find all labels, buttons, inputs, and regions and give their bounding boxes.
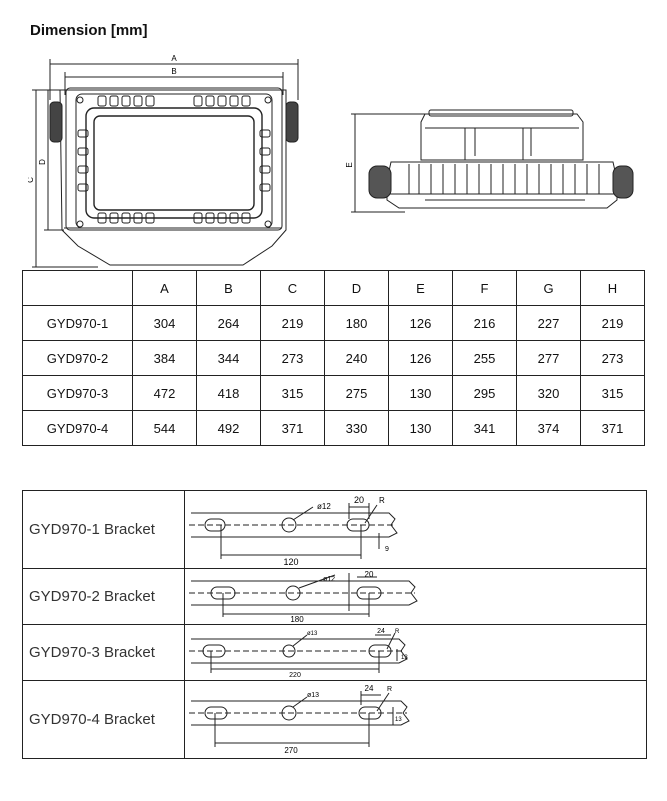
bracket-length: 220 [289, 672, 301, 679]
header-cell: C [260, 270, 325, 306]
header-cell: F [452, 270, 517, 306]
value-cell: 315 [580, 375, 645, 411]
value-cell: 130 [388, 410, 453, 446]
value-cell: 180 [324, 305, 389, 341]
value-cell: 315 [260, 375, 325, 411]
value-cell: 418 [196, 375, 261, 411]
value-cell: 273 [260, 340, 325, 376]
value-cell: 255 [452, 340, 517, 376]
value-cell: 320 [516, 375, 581, 411]
bracket-height: 13 [401, 655, 408, 661]
bracket-end: 24 [377, 628, 385, 635]
value-cell: 330 [324, 410, 389, 446]
bracket-length: 180 [290, 615, 304, 623]
value-cell: 219 [580, 305, 645, 341]
value-cell: 277 [516, 340, 581, 376]
value-cell: 264 [196, 305, 261, 341]
bracket-drawing: 180 ø12 20 [189, 571, 418, 623]
front-view-drawing: A B C D [28, 54, 299, 268]
bracket-end: 20 [365, 571, 374, 579]
value-cell: 216 [452, 305, 517, 341]
value-cell: 341 [452, 410, 517, 446]
bracket-drawing-cell: 220 ø13 24 R 13 [184, 624, 647, 681]
value-cell: 371 [260, 410, 325, 446]
bracket-row: GYD970-1 Bracket [22, 490, 647, 569]
dim-label-a: A [171, 54, 177, 63]
bracket-row: GYD970-3 Bracket 220 ø [22, 624, 647, 681]
model-cell: GYD970-2 [22, 340, 133, 376]
value-cell: 273 [580, 340, 645, 376]
value-cell: 240 [324, 340, 389, 376]
value-cell: 374 [516, 410, 581, 446]
table-row: GYD970-1 304 264 219 180 126 216 227 219 [22, 305, 645, 341]
value-cell: 126 [388, 305, 453, 341]
bracket-label: GYD970-3 Bracket [22, 624, 185, 681]
value-cell: 295 [452, 375, 517, 411]
table-row: GYD970-3 472 418 315 275 130 295 320 315 [22, 375, 645, 411]
model-cell: GYD970-3 [22, 375, 133, 411]
value-cell: 126 [388, 340, 453, 376]
model-cell: GYD970-4 [22, 410, 133, 446]
header-cell: B [196, 270, 261, 306]
bracket-height: 13 [395, 717, 402, 723]
bracket-height: 9 [385, 546, 389, 553]
bracket-drawing: 270 ø13 24 R 13 [189, 684, 410, 755]
bracket-table: GYD970-1 Bracket [22, 490, 647, 759]
value-cell: 304 [132, 305, 197, 341]
page-title: Dimension [mm] [30, 22, 148, 39]
bracket-hole: ø13 [307, 631, 318, 637]
dim-label-c: C [28, 177, 35, 183]
bracket-length: 270 [284, 746, 298, 755]
bracket-end: 24 [365, 684, 374, 693]
value-cell: 384 [132, 340, 197, 376]
value-cell: 371 [580, 410, 645, 446]
header-cell [22, 270, 133, 306]
header-cell: D [324, 270, 389, 306]
table-row: GYD970-2 384 344 273 240 126 255 277 273 [22, 340, 645, 376]
bracket-length: 120 [283, 557, 298, 567]
bracket-hole: ø12 [317, 502, 331, 511]
header-cell: H [580, 270, 645, 306]
dim-label-e: E [345, 162, 354, 167]
value-cell: 130 [388, 375, 453, 411]
value-cell: 472 [132, 375, 197, 411]
value-cell: 275 [324, 375, 389, 411]
value-cell: 219 [260, 305, 325, 341]
header-cell: G [516, 270, 581, 306]
header-cell: A [132, 270, 197, 306]
dimensions-table: A B C D E F G H GYD970-1 304 264 219 180… [22, 270, 645, 446]
bracket-label: GYD970-1 Bracket [22, 490, 185, 569]
bracket-end: 20 [354, 495, 364, 505]
value-cell: 227 [516, 305, 581, 341]
header-cell: E [388, 270, 453, 306]
bracket-drawing-cell: 120 ø12 20 R 9 [184, 490, 647, 569]
table-header-row: A B C D E F G H [22, 270, 645, 306]
bracket-label: GYD970-2 Bracket [22, 568, 185, 625]
value-cell: 544 [132, 410, 197, 446]
bracket-drawing: 220 ø13 24 R 13 [189, 628, 408, 679]
bracket-radius: R [387, 686, 392, 693]
bracket-label: GYD970-4 Bracket [22, 680, 185, 759]
bracket-drawing-cell: 180 ø12 20 [184, 568, 647, 625]
dim-label-b: B [171, 67, 176, 76]
bracket-drawing: 120 ø12 20 R 9 [189, 495, 398, 567]
bracket-hole: ø12 [323, 576, 335, 583]
table-row: GYD970-4 544 492 371 330 130 341 374 371 [22, 410, 645, 446]
value-cell: 492 [196, 410, 261, 446]
bracket-drawing-cell: 270 ø13 24 R 13 [184, 680, 647, 759]
value-cell: 344 [196, 340, 261, 376]
bracket-radius: R [395, 629, 400, 635]
dim-label-d: D [38, 159, 47, 165]
bracket-hole: ø13 [307, 692, 319, 699]
side-view-drawing: E [345, 109, 634, 213]
model-cell: GYD970-1 [22, 305, 133, 341]
bracket-radius: R [379, 496, 385, 505]
bracket-row: GYD970-4 Bracket 27 [22, 680, 647, 759]
bracket-row: GYD970-2 Bracket 180 ø12 [22, 568, 647, 625]
